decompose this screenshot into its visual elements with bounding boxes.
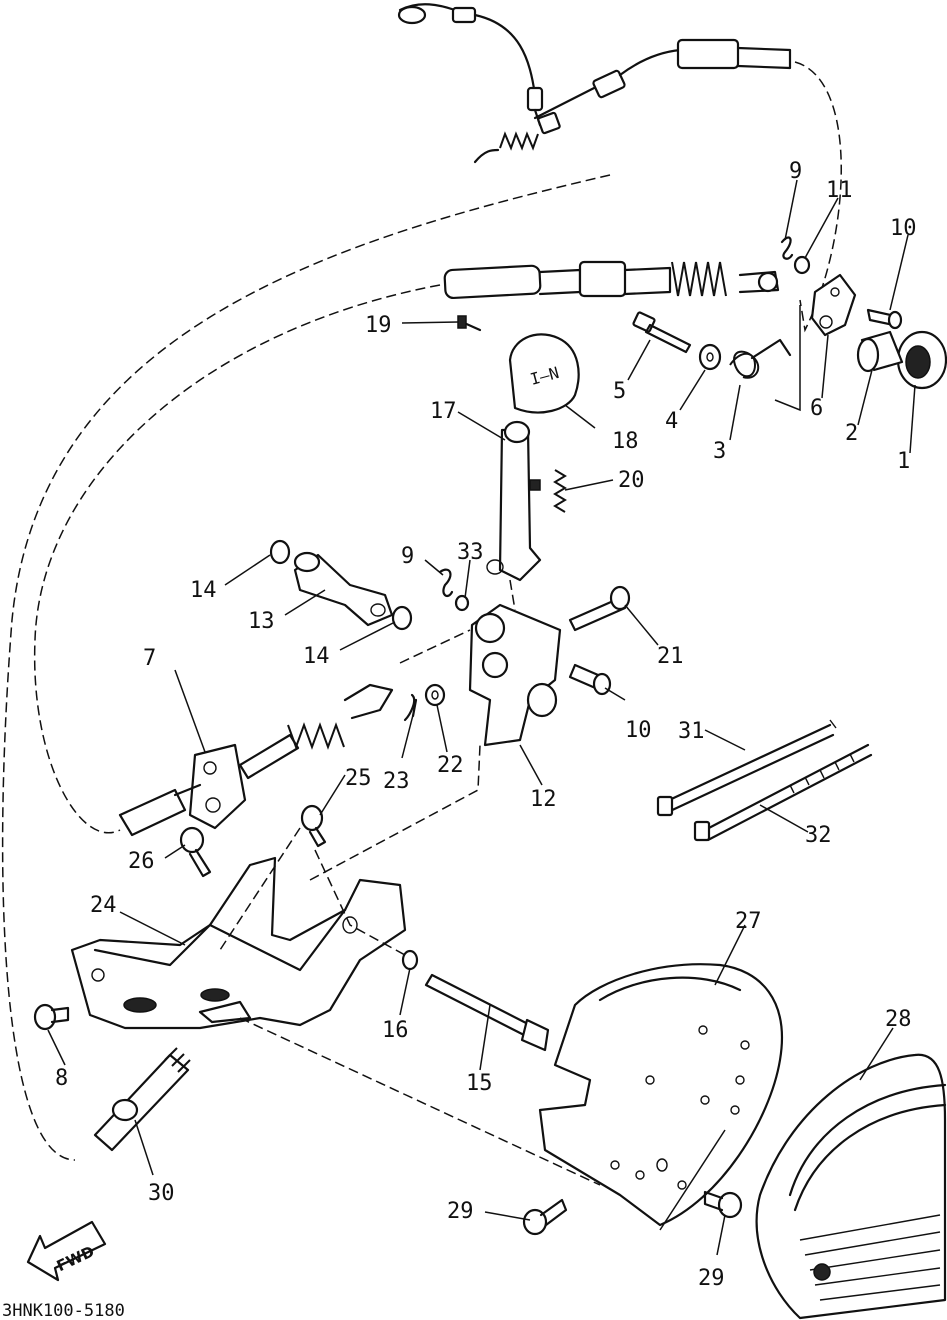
part-14-cap-upper — [269, 539, 291, 565]
callout-9-mid: 9 — [401, 544, 414, 569]
callout-12: 12 — [530, 787, 557, 812]
callout-24: 24 — [90, 893, 117, 918]
callout-2: 2 — [845, 421, 858, 446]
callout-29-right: 29 — [698, 1266, 725, 1291]
callout-labels: 1 2 3 4 5 6 7 8 9 9 10 10 11 12 13 14 14… — [55, 159, 917, 1291]
callout-4: 4 — [665, 409, 678, 434]
assembly-line-a — [219, 827, 301, 951]
part-25-bolt — [300, 804, 327, 848]
callout-17: 17 — [430, 399, 457, 424]
callout-22: 22 — [437, 753, 464, 778]
callout-16: 16 — [382, 1018, 409, 1043]
part-30-pin — [93, 1047, 191, 1152]
leader-lines — [47, 179, 916, 1256]
callout-33: 33 — [457, 540, 484, 565]
part-15-bolt — [424, 973, 550, 1052]
callout-29-left: 29 — [447, 1199, 474, 1224]
part-27-cover — [538, 963, 783, 1227]
assembly-line-b — [314, 849, 406, 956]
callout-21: 21 — [657, 644, 684, 669]
callout-27: 27 — [735, 909, 762, 934]
callout-5: 5 — [613, 379, 626, 404]
part-9-clip-top — [780, 236, 794, 260]
part-24-mount-bracket — [70, 856, 407, 1030]
part-10-pin-mid — [568, 663, 612, 696]
callout-26: 26 — [128, 849, 155, 874]
assembly-line-c — [309, 744, 481, 881]
part-29-bolt-left — [522, 1198, 568, 1236]
callout-18: 18 — [612, 429, 639, 454]
callout-10-mid: 10 — [625, 718, 652, 743]
part-22-washer — [424, 683, 446, 707]
callout-15: 15 — [466, 1071, 493, 1096]
callout-1: 1 — [897, 449, 910, 474]
callout-14-lower: 14 — [303, 644, 330, 669]
part-5-bolt — [632, 311, 692, 354]
part-2-collar — [856, 330, 904, 373]
callout-25: 25 — [345, 766, 372, 791]
callout-31: 31 — [678, 719, 705, 744]
part-13-sleeve — [293, 551, 394, 627]
part-21-pin — [568, 585, 631, 632]
callout-8: 8 — [55, 1066, 68, 1091]
callout-30: 30 — [148, 1181, 175, 1206]
callout-3: 3 — [713, 439, 726, 464]
part-31-cable-tie — [656, 719, 837, 817]
callout-7: 7 — [143, 646, 156, 671]
part-20-spring — [529, 469, 567, 513]
callout-6: 6 — [810, 396, 823, 421]
part-23-cotter — [403, 693, 418, 722]
assembly-line-e — [399, 629, 471, 664]
callout-32: 32 — [805, 823, 832, 848]
callout-20: 20 — [618, 468, 645, 493]
assembly-line-d — [239, 1017, 601, 1186]
part-8-bolt — [33, 1003, 70, 1031]
part-4-washer — [698, 343, 722, 371]
part-18-knob: I–N — [508, 333, 580, 414]
callout-28: 28 — [885, 1007, 912, 1032]
part-33-washer — [454, 594, 470, 612]
part-10-pin-top — [866, 308, 903, 330]
callout-19: 19 — [365, 313, 392, 338]
part-17-lever-arm — [486, 420, 542, 582]
part-1-grommet — [896, 330, 947, 390]
diagram-code: 3HNK100-5180 — [2, 1301, 125, 1320]
part-9-clip-mid — [438, 568, 454, 598]
part-3-spring — [729, 338, 792, 379]
callout-10-top: 10 — [890, 216, 917, 241]
assembly-line-f — [509, 579, 516, 611]
callout-9-top: 9 — [789, 159, 802, 184]
part-26-bolt — [179, 826, 212, 878]
part-7-cable-end — [118, 683, 394, 837]
part-32-cable-tie — [693, 743, 873, 842]
part-29-bolt-right — [703, 1190, 743, 1219]
cable-routing-line-left — [33, 284, 441, 834]
part-11-washer — [793, 255, 811, 275]
upper-cable — [397, 3, 792, 164]
middle-cable — [443, 260, 780, 300]
part-14-cap-lower — [391, 605, 413, 631]
fwd-arrow-icon: FWD — [26, 1220, 107, 1282]
callout-23: 23 — [383, 769, 410, 794]
callout-14-upper: 14 — [190, 578, 217, 603]
part-16-washer — [401, 949, 419, 971]
callout-11: 11 — [826, 178, 853, 203]
part-12-bracket — [468, 603, 562, 747]
part-28-housing — [755, 1053, 947, 1320]
callout-13: 13 — [248, 609, 275, 634]
part-19-screw — [457, 315, 482, 332]
part-6-lever — [774, 273, 857, 412]
